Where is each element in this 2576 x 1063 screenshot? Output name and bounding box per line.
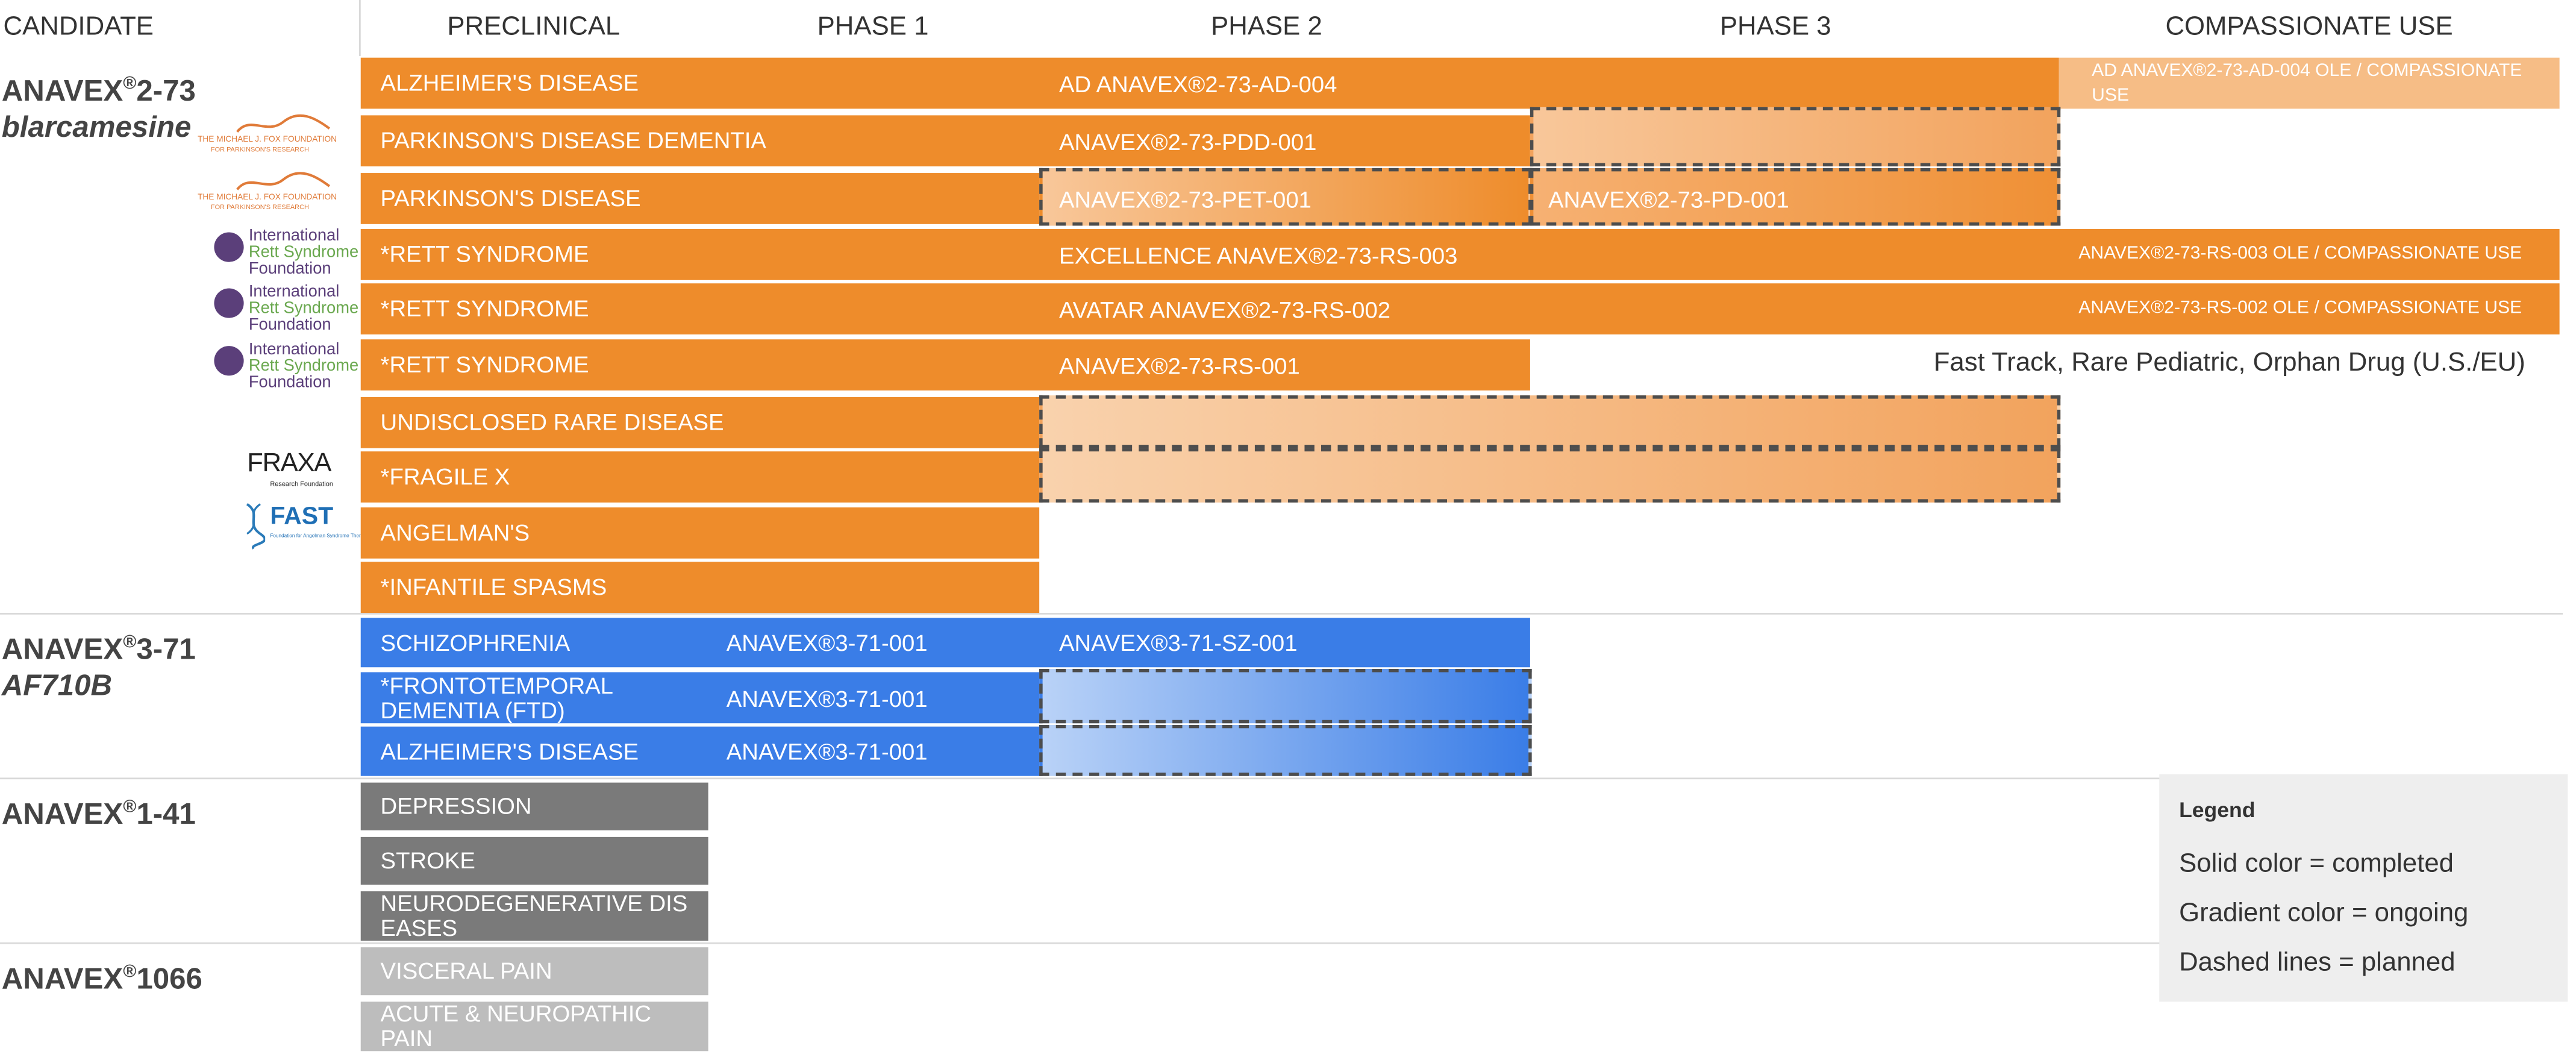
legend: Legend Solid color = completed Gradient … <box>2159 774 2568 1002</box>
planned-bar-undisclosed <box>1039 395 2061 448</box>
bar-fragile-x: *FRAGILE X <box>360 451 1040 503</box>
bar-alzheimers-2-73: ALZHEIMER'S DISEASE <box>360 57 2059 109</box>
trial-label: AVATAR ANAVEX®2-73-RS-002 <box>1058 295 1391 322</box>
bar-frontotemporal-dementia: *FRONTOTEMPORAL DEMENTIA (FTD) <box>360 672 1040 724</box>
group-separator <box>0 942 2563 944</box>
trial-label: EXCELLENCE ANAVEX®2-73-RS-003 <box>1058 241 1458 268</box>
candidate-anavex-1066: ANAVEX®1066 <box>1 962 202 996</box>
irsf-mark-icon <box>214 288 244 318</box>
fraxa-logo: FRAXA Research Foundation <box>247 450 333 488</box>
bar-rett-rs-001: *RETT SYNDROME <box>360 339 1530 390</box>
planned-bar-ftd <box>1039 669 1532 724</box>
group-separator <box>0 613 2563 615</box>
header-phase2: PHASE 2 <box>1211 13 1322 42</box>
fast-foundation-logo: FAST Foundation for Angelman Syndrome Th… <box>242 501 379 553</box>
planned-bar-pdd-phase3 <box>1530 107 2061 167</box>
bar-acute-neuropathic-pain: ACUTE & NEUROPATHIC PAIN <box>360 1001 708 1052</box>
header-divider <box>359 0 361 56</box>
trial-label: ANAVEX®2-73-PDD-001 <box>1058 127 1317 154</box>
planned-bar-alzheimers-3-71 <box>1039 724 1532 776</box>
header-phase1: PHASE 1 <box>817 13 929 42</box>
header-phase3: PHASE 3 <box>1719 13 1831 42</box>
bar-compassionate-rs-002: ANAVEX®2-73-RS-002 OLE / COMPASSIONATE U… <box>2059 283 2560 335</box>
trial-label: ANAVEX®3-71-001 <box>726 629 928 656</box>
international-rett-syndrome-foundation-logo: International Rett Syndrome Foundation <box>214 339 358 395</box>
planned-bar-fragile-x <box>1039 448 2061 503</box>
header-compassionate: COMPASSIONATE USE <box>2165 13 2453 42</box>
bar-parkinsons-dementia: PARKINSON'S DISEASE DEMENTIA <box>360 115 1530 167</box>
legend-item: Gradient color = ongoing <box>2179 899 2469 928</box>
bar-depression: DEPRESSION <box>360 782 708 830</box>
trial-label: ANAVEX®3-71-SZ-001 <box>1058 629 1298 656</box>
regulatory-designation-note: Fast Track, Rare Pediatric, Orphan Drug … <box>1933 349 2525 378</box>
michael-j-fox-foundation-logo: THE MICHAEL J. FOX FOUNDATION FOR PARKIN… <box>198 112 346 161</box>
legend-title: Legend <box>2179 797 2256 823</box>
planned-bar-pet-001 <box>1039 168 1532 226</box>
bar-undisclosed-rare-disease: UNDISCLOSED RARE DISEASE <box>360 397 1040 448</box>
candidate-anavex-2-73: ANAVEX®2-73 blarcamesine <box>1 74 196 143</box>
candidate-anavex-1-41: ANAVEX®1-41 <box>1 797 196 830</box>
bar-alzheimers-3-71: ALZHEIMER'S DISEASE <box>360 726 1040 776</box>
trial-label: ANAVEX®3-71-001 <box>726 738 928 765</box>
header-preclinical: PRECLINICAL <box>447 13 621 42</box>
irsf-mark-icon <box>214 232 244 262</box>
bar-infantile-spasms: *INFANTILE SPASMS <box>360 562 1040 613</box>
bar-visceral-pain: VISCERAL PAIN <box>360 947 708 996</box>
bar-rett-rs-003: *RETT SYNDROME <box>360 229 2059 280</box>
bar-stroke: STROKE <box>360 836 708 885</box>
legend-item: Solid color = completed <box>2179 850 2454 879</box>
bar-angelmans: ANGELMAN'S <box>360 507 1040 559</box>
trial-label: AD ANAVEX®2-73-AD-004 <box>1058 70 1337 96</box>
bar-schizophrenia: SCHIZOPHRENIA <box>360 618 1530 668</box>
candidate-anavex-3-71: ANAVEX®3-71 AF710B <box>1 632 196 702</box>
trial-label: ANAVEX®2-73-RS-001 <box>1058 351 1300 378</box>
legend-item: Dashed lines = planned <box>2179 949 2456 977</box>
bar-parkinsons: PARKINSON'S DISEASE <box>360 173 1040 224</box>
international-rett-syndrome-foundation-logo: International Rett Syndrome Foundation <box>214 282 358 338</box>
michael-j-fox-foundation-logo: THE MICHAEL J. FOX FOUNDATION FOR PARKIN… <box>198 170 346 219</box>
group-separator <box>0 777 2563 780</box>
trial-label: ANAVEX®2-73-PET-001 <box>1058 185 1311 212</box>
bar-compassionate-ad: AD ANAVEX®2-73-AD-004 OLE / COMPASSIONAT… <box>2059 57 2560 109</box>
bar-compassionate-rs-003: ANAVEX®2-73-RS-003 OLE / COMPASSIONATE U… <box>2059 229 2560 280</box>
planned-bar-pd-001 <box>1530 168 2061 226</box>
bar-rett-rs-002: *RETT SYNDROME <box>360 283 2059 335</box>
irsf-mark-icon <box>214 346 244 376</box>
bar-neurodegenerative-diseases: NEURODEGENERATIVE DIS EASES <box>360 891 708 941</box>
international-rett-syndrome-foundation-logo: International Rett Syndrome Foundation <box>214 226 358 282</box>
trial-label: ANAVEX®2-73-PD-001 <box>1548 185 1789 212</box>
header-candidate: CANDIDATE <box>3 13 154 42</box>
trial-label: ANAVEX®3-71-001 <box>726 684 928 711</box>
